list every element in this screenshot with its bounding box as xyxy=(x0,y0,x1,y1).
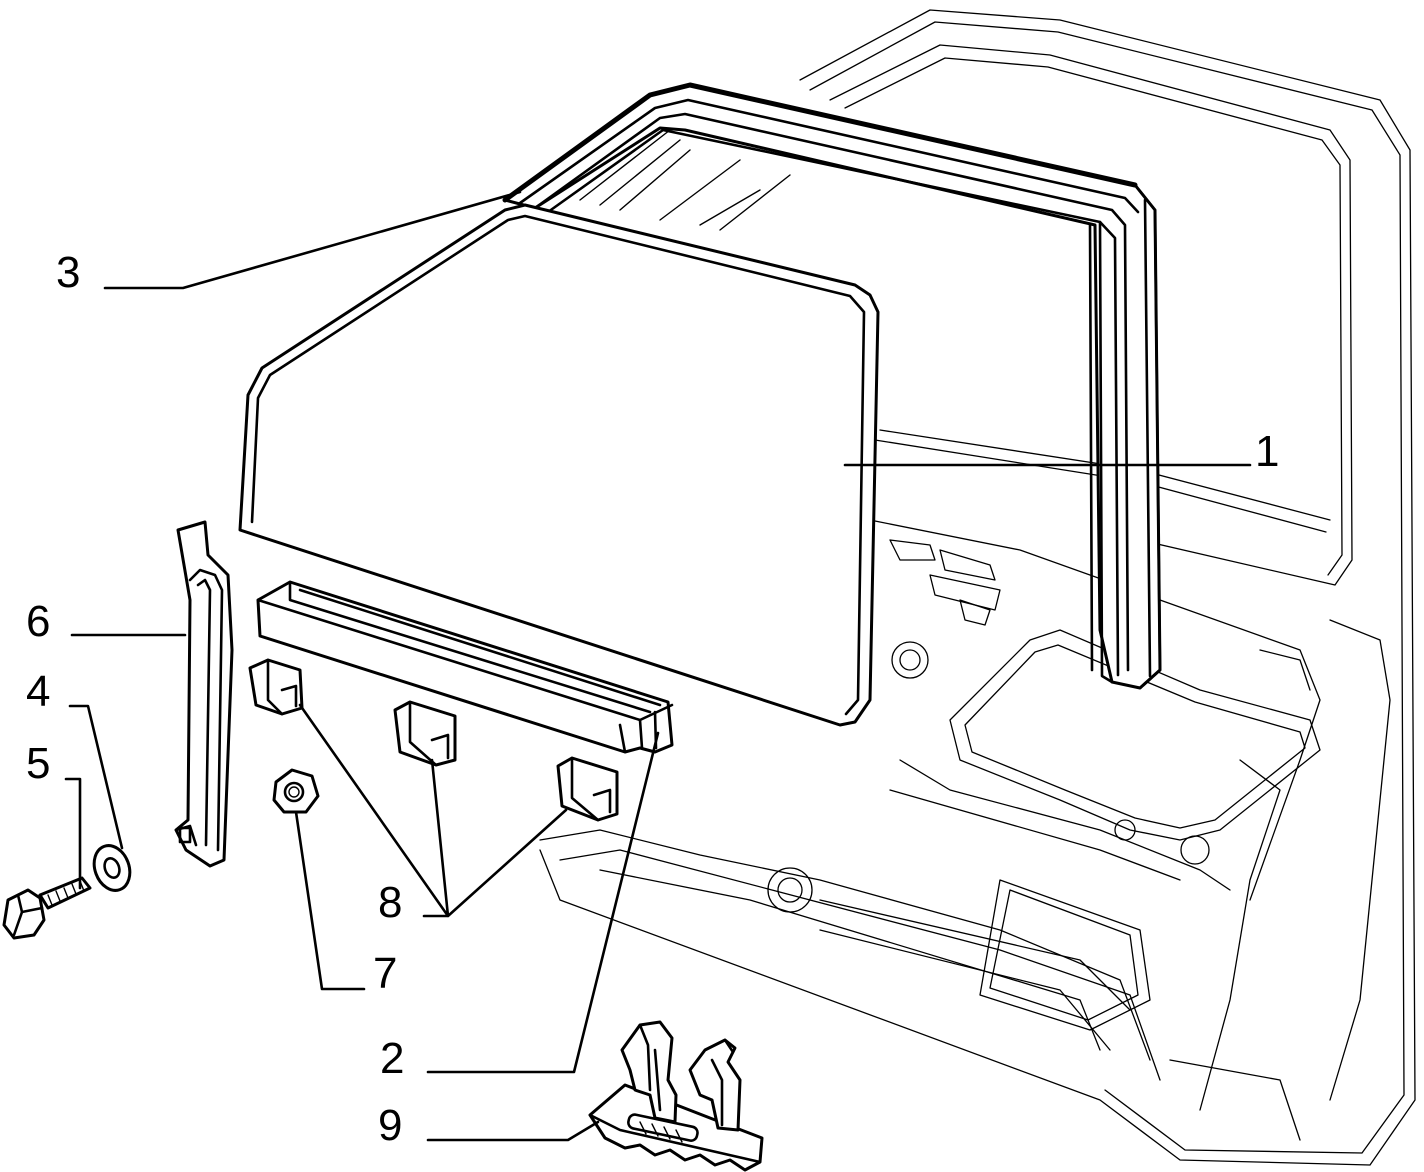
callout-9: 9 xyxy=(378,1101,402,1150)
callout-6: 6 xyxy=(26,597,50,646)
part-8-clip-c xyxy=(556,756,619,822)
leader-lines xyxy=(64,190,1252,1142)
leader-5 xyxy=(64,777,82,890)
part-7-nut xyxy=(272,768,320,814)
part-3-window-channel-frame xyxy=(502,82,1162,690)
callout-7: 7 xyxy=(373,949,397,998)
callout-4: 4 xyxy=(26,667,50,716)
part-9-bracket-clip xyxy=(588,1020,764,1172)
leader-9 xyxy=(426,1120,600,1142)
callout-3: 3 xyxy=(56,248,80,297)
part-1-door-glass xyxy=(238,203,880,727)
leader-2 xyxy=(426,731,660,1074)
callout-2: 2 xyxy=(380,1034,404,1083)
leader-3 xyxy=(103,190,522,290)
part-4-washer xyxy=(92,844,132,892)
leader-4 xyxy=(68,704,124,850)
leader-8 xyxy=(298,703,568,918)
callout-8: 8 xyxy=(378,878,402,927)
part-6-guide-rail xyxy=(174,520,234,868)
callout-5: 5 xyxy=(26,739,50,788)
part-8-clip-a xyxy=(248,658,304,716)
door-inner-panel xyxy=(539,9,1416,1166)
part-5-bolt xyxy=(2,876,92,940)
callout-labels: 1 2 3 4 5 6 7 8 9 xyxy=(26,248,1279,1150)
callout-1: 1 xyxy=(1255,427,1279,476)
leader-7 xyxy=(294,810,366,991)
part-8-clip-b xyxy=(393,700,457,767)
